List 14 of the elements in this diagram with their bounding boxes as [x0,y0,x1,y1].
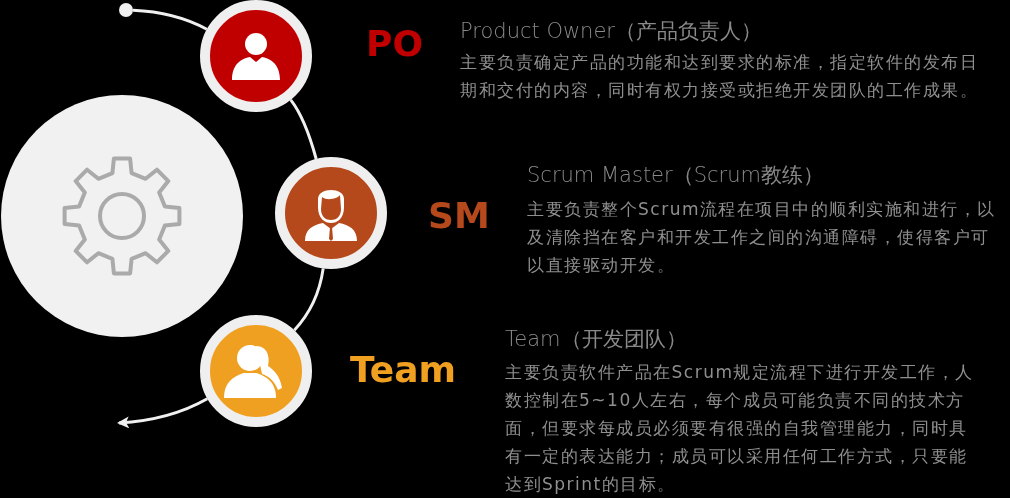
connector-line [293,268,325,332]
arrow [117,397,208,429]
connector-line [289,99,318,160]
role-abbreviation: SM [428,196,490,236]
role-abbreviation: Team [350,350,456,390]
role-description: 主要负责软件产品在Scrum规定流程下进行开发工作，人数控制在5~10人左右，每个成员可能负责不同的技术方面，但要求每成员必须要有很强的自我管理能力，同时具有一定的表达能力；成员可以采用任何工作方式，只要能达到Sprint的目标。 [505,361,975,496]
role-title: Team（开发团队） [505,326,687,352]
role-title: Scrum Master（Scrum教练） [527,162,824,188]
start-dot [119,3,133,17]
role-abbreviation: PO [366,24,423,64]
connector-line [132,8,208,31]
role-description: 主要负责确定产品的功能和达到要求的标准，指定软件的发布日期和交付的内容，同时有权力接受或拒绝开发团队的工作成果。 [460,51,979,102]
role-title: Product Owner（产品负责人） [460,18,762,44]
role-description: 主要负责整个Scrum流程在项目中的顺利实施和进行，以及清除挡在客户和开发工作之间的沟通障碍，使得客户可以直接驱动开发。 [527,198,997,277]
